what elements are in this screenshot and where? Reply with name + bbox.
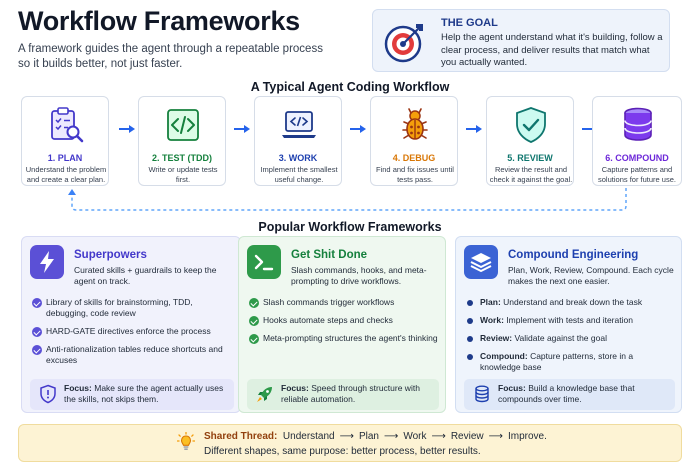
focus-text: Focus: Speed through structure with reli… bbox=[281, 383, 420, 404]
step-name: 3. WORK bbox=[278, 153, 318, 163]
workflow-step-debug: 4. DEBUG Find and fix issues until tests… bbox=[370, 96, 458, 186]
card-title: Get Shit Done bbox=[291, 249, 368, 261]
framework-card-get-shit-done: Get Shit Done Slash commands, hooks, and… bbox=[238, 236, 446, 413]
bullet-icon bbox=[467, 300, 473, 306]
page-subtitle: A framework guides the agent through a r… bbox=[18, 43, 323, 70]
terminal-prompt-icon bbox=[247, 245, 281, 279]
step-desc: Capture patterns and solutions for futur… bbox=[598, 165, 676, 184]
arrow-right-icon bbox=[350, 125, 366, 133]
feedback-loop-arrow-icon bbox=[68, 188, 627, 211]
card-subtitle: Curated skills + guardrails to keep the … bbox=[74, 265, 217, 286]
bullet-icon bbox=[467, 336, 473, 342]
bug-icon bbox=[402, 108, 428, 140]
focus-text: Focus: Make sure the agent actually uses… bbox=[64, 383, 224, 404]
lightbulb-icon bbox=[177, 432, 195, 450]
database-icon bbox=[475, 385, 489, 403]
shared-thread-summary: Different shapes, same purpose: better p… bbox=[204, 446, 481, 457]
list-item: Anti-rationalization tables reduce short… bbox=[32, 344, 232, 366]
target-icon bbox=[384, 24, 423, 63]
arrow-right-icon bbox=[234, 125, 250, 133]
step-name: 6. COMPOUND bbox=[605, 153, 669, 163]
bullet-icon bbox=[467, 354, 473, 360]
layers-stack-icon bbox=[464, 245, 498, 279]
workflow-step-plan: 1. PLAN Understand the problem and creat… bbox=[21, 96, 109, 186]
workflow-step-test: 2. TEST (TDD) Write or update tests firs… bbox=[138, 96, 226, 186]
frameworks-title: Popular Workflow Frameworks bbox=[258, 220, 442, 234]
card-title: Compound Engineering bbox=[508, 249, 639, 261]
card-subtitle: Plan, Work, Review, Compound. Each cycle… bbox=[508, 265, 674, 286]
arrow-right-icon bbox=[466, 125, 482, 133]
list-item: Library of skills for brainstorming, TDD… bbox=[32, 297, 232, 319]
shared-thread-flow: Shared Thread: Understand⟶Plan⟶Work⟶Revi… bbox=[204, 431, 547, 442]
workflow-step-work: 3. WORK Implement the smallest useful ch… bbox=[254, 96, 342, 186]
code-tag-icon bbox=[167, 109, 199, 141]
goal-text: Help the agent understand what it's buil… bbox=[441, 32, 663, 68]
check-icon bbox=[249, 298, 259, 308]
rocket-icon bbox=[257, 387, 272, 402]
workflow-step-review: 5. REVIEW Review the result and check it… bbox=[486, 96, 574, 186]
bullet-icon bbox=[467, 318, 473, 324]
goal-box: THE GOAL Help the agent understand what … bbox=[372, 9, 670, 72]
step-desc: Find and fix issues until tests pass. bbox=[376, 165, 454, 184]
workflow-title: A Typical Agent Coding Workflow bbox=[250, 80, 450, 94]
check-icon bbox=[249, 334, 259, 344]
step-desc: Understand the problem and create a clea… bbox=[25, 165, 107, 184]
framework-card-compound-engineering: Compound Engineering Plan, Work, Review,… bbox=[455, 236, 682, 413]
step-name: 5. REVIEW bbox=[507, 153, 553, 163]
page-title: Workflow Frameworks bbox=[18, 6, 300, 36]
list-item: Work: Implement with tests and iteration bbox=[466, 315, 676, 326]
shield-alert-icon bbox=[40, 384, 56, 404]
card-feature-list: Slash commands trigger workflows Hooks a… bbox=[249, 297, 439, 351]
check-icon bbox=[249, 316, 259, 326]
framework-card-superpowers: Superpowers Curated skills + guardrails … bbox=[21, 236, 241, 413]
card-title: Superpowers bbox=[74, 249, 147, 261]
focus-box: Focus: Speed through structure with reli… bbox=[247, 379, 439, 410]
lightning-bolt-icon bbox=[30, 245, 64, 279]
database-icon bbox=[624, 107, 652, 141]
goal-title: THE GOAL bbox=[441, 17, 498, 29]
focus-box: Focus: Make sure the agent actually uses… bbox=[30, 379, 234, 410]
focus-box: Focus: Build a knowledge base that compo… bbox=[464, 379, 675, 410]
step-name: 4. DEBUG bbox=[392, 153, 436, 163]
check-icon bbox=[32, 298, 42, 308]
list-item: Plan: Understand and break down the task bbox=[466, 297, 676, 308]
card-feature-list: Library of skills for brainstorming, TDD… bbox=[32, 297, 232, 373]
laptop-code-icon bbox=[282, 111, 316, 138]
workflow-step-compound: 6. COMPOUND Capture patterns and solutio… bbox=[592, 96, 682, 186]
step-desc: Implement the smallest useful change. bbox=[260, 165, 338, 184]
card-subtitle: Slash commands, hooks, and meta-promptin… bbox=[291, 265, 427, 286]
clipboard-magnifier-icon bbox=[51, 107, 84, 143]
list-item: Hooks automate steps and checks bbox=[249, 315, 439, 326]
step-desc: Review the result and check it against t… bbox=[489, 165, 573, 184]
list-item: Slash commands trigger workflows bbox=[249, 297, 439, 308]
card-feature-list: Plan: Understand and break down the task… bbox=[466, 297, 676, 380]
list-item: Review: Validate against the goal bbox=[466, 333, 676, 344]
shield-check-icon bbox=[516, 107, 546, 143]
shared-thread-banner: Shared Thread: Understand⟶Plan⟶Work⟶Revi… bbox=[18, 424, 682, 462]
check-icon bbox=[32, 345, 42, 355]
list-item: Compound: Capture patterns, store in a k… bbox=[466, 351, 676, 373]
step-desc: Write or update tests first. bbox=[148, 165, 218, 184]
list-item: Meta-prompting structures the agent's th… bbox=[249, 333, 439, 344]
list-item: HARD-GATE directives enforce the process bbox=[32, 326, 232, 337]
step-name: 1. PLAN bbox=[47, 153, 83, 163]
arrow-right-icon bbox=[119, 125, 135, 133]
focus-text: Focus: Build a knowledge base that compo… bbox=[498, 383, 635, 404]
check-icon bbox=[32, 327, 42, 337]
step-name: 2. TEST (TDD) bbox=[152, 153, 212, 163]
